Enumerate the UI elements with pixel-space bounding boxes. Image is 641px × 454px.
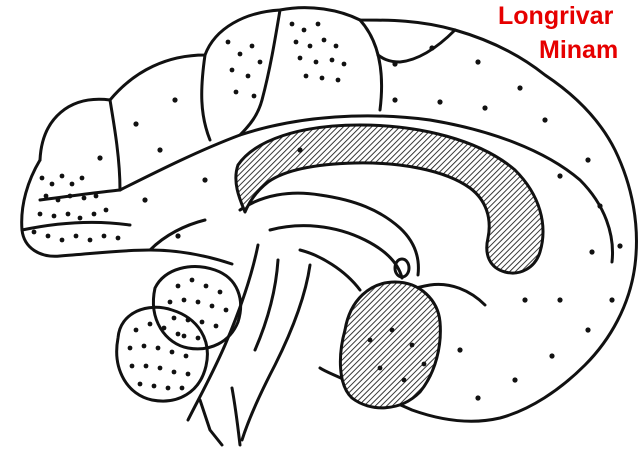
sulcus-line-7 <box>22 222 130 230</box>
caption-line-2: Minam <box>539 38 618 63</box>
cerebellum-lobe-lower <box>117 307 208 401</box>
spinal-line <box>232 388 240 445</box>
caption-line-1: Longrivar <box>498 4 613 29</box>
sulcus-line-5 <box>378 30 455 62</box>
brainstem-front <box>188 245 258 420</box>
medulla-line <box>200 400 222 445</box>
fornix-line <box>270 226 402 278</box>
brainstem-back <box>242 265 310 440</box>
corpus-callosum <box>236 125 543 273</box>
cerebrum-outline <box>40 8 636 422</box>
cerebellum-vermis <box>340 282 440 408</box>
sulcus-line-3 <box>240 10 280 135</box>
sulcus-line-6 <box>40 190 120 200</box>
brainstem-inner <box>255 260 278 350</box>
frontal-inferior-outline <box>22 160 232 264</box>
sulcus-line-4 <box>360 20 382 110</box>
sulcus-line-1 <box>110 100 120 190</box>
sulcus-line-2 <box>202 55 210 140</box>
